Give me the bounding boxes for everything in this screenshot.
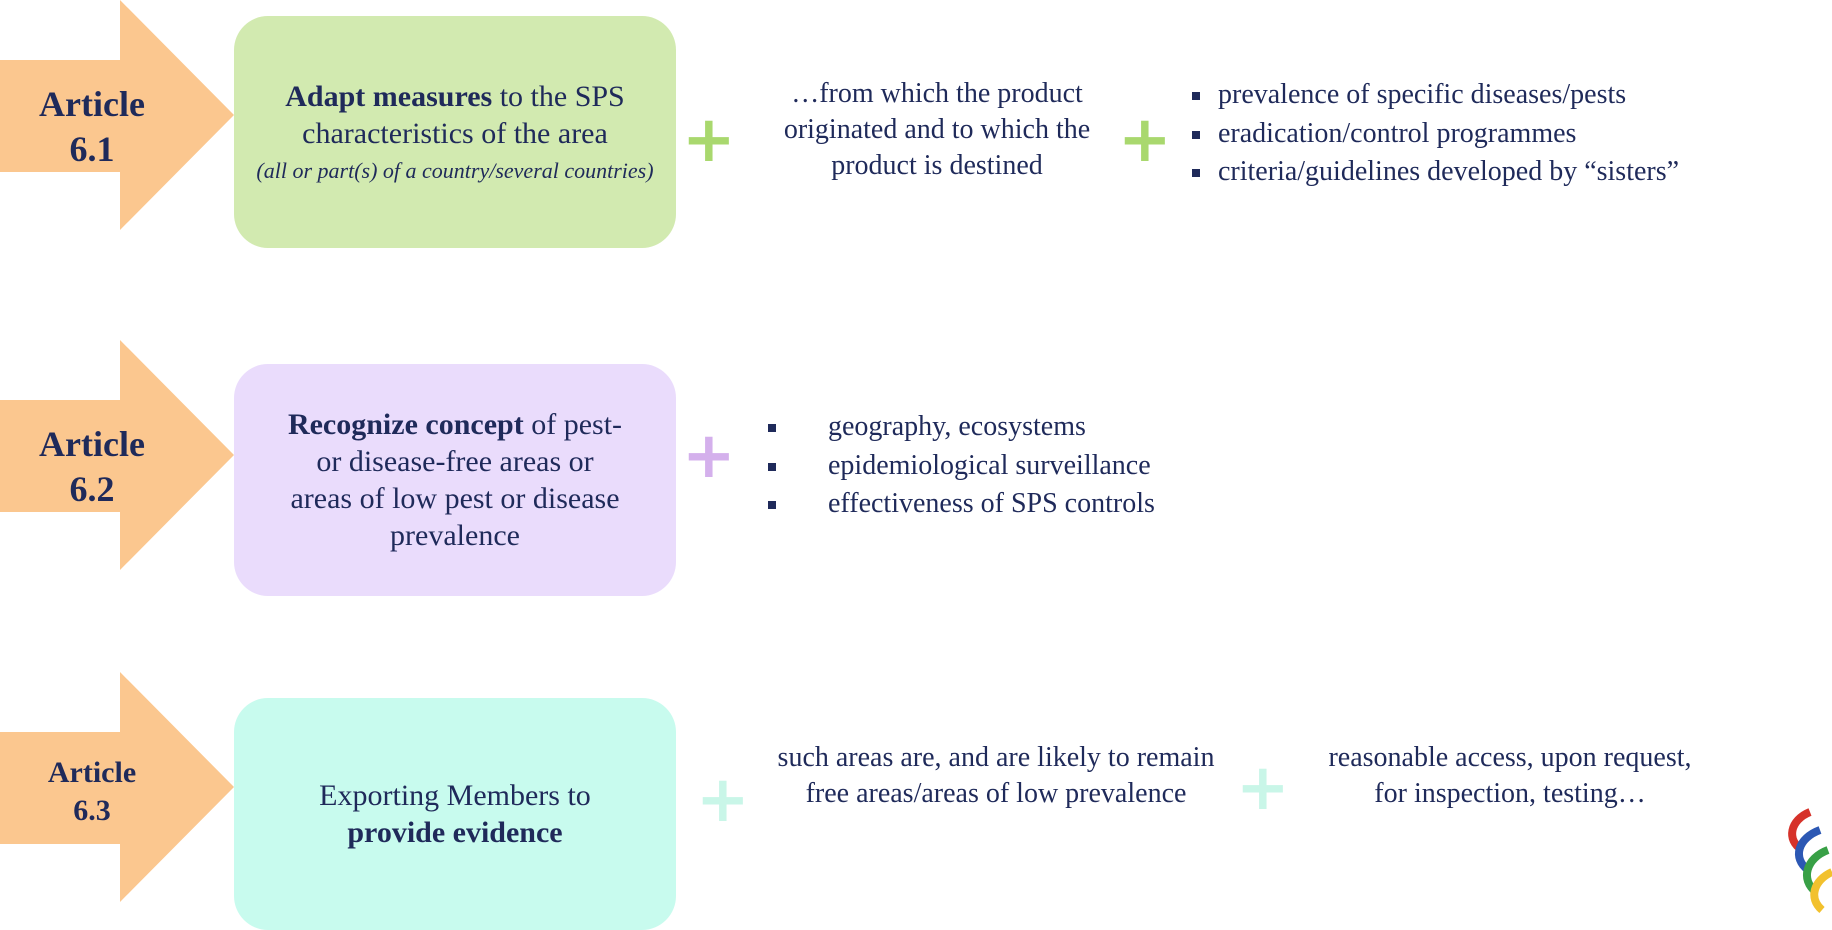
requirement-box: Adapt measures to the SPS characteristic…: [234, 16, 676, 248]
arrow-shape: [0, 340, 234, 570]
box-text: Exporting Members to: [319, 778, 591, 812]
plus-icon: +: [682, 103, 736, 177]
box-bold-text: Adapt measures: [285, 79, 493, 113]
article-label: Article 6.2: [39, 424, 145, 509]
box-italic-note: (all or part(s) of a country/several cou…: [256, 158, 654, 184]
plus-icon: +: [1118, 103, 1172, 177]
bullet-list: geography, ecosystems epidemiological su…: [768, 408, 1328, 524]
box-text: of pest- or disease-free areas or areas …: [290, 407, 623, 553]
middle-text: …from which the product originated and t…: [783, 78, 1091, 181]
bullet-list: prevalence of specific diseases/pests er…: [1192, 76, 1832, 192]
article-6-2-row: Article 6.2 Recognize concept of pest- o…: [0, 340, 1832, 602]
right-text: reasonable access, upon request, for ins…: [1328, 742, 1692, 809]
requirement-box: Recognize concept of pest- or disease-fr…: [234, 364, 676, 596]
list-item: criteria/guidelines developed by “sister…: [1192, 153, 1832, 192]
list-item: effectiveness of SPS controls: [768, 485, 1328, 524]
list-item: eradication/control programmes: [1192, 115, 1832, 154]
list-item: prevalence of specific diseases/pests: [1192, 76, 1832, 115]
plus-icon: +: [682, 419, 736, 493]
plus-icon: +: [696, 763, 750, 837]
requirement-box: Exporting Members to provide evidence: [234, 698, 676, 930]
list-item: epidemiological surveillance: [768, 447, 1328, 486]
arrow-shape: [0, 672, 234, 902]
box-text: to the SPS characteristics of the area: [302, 79, 625, 151]
list-item: geography, ecosystems: [768, 408, 1328, 447]
middle-text: such areas are, and are likely to remain…: [777, 742, 1215, 809]
box-bold-text: Recognize concept: [287, 407, 524, 441]
box-bold-text: provide evidence: [347, 816, 563, 849]
article-6-3-row: Article 6.3 Exporting Members to provide…: [0, 672, 1832, 930]
article-label: Article 6.1: [39, 84, 145, 169]
arrow-shape: [0, 0, 234, 230]
wto-logo-icon: [1788, 808, 1832, 914]
article-6-1-row: Article 6.1 Adapt measures to the SPS ch…: [0, 0, 1832, 260]
plus-icon: +: [1236, 751, 1290, 825]
article-label: Article 6.3: [47, 756, 137, 827]
